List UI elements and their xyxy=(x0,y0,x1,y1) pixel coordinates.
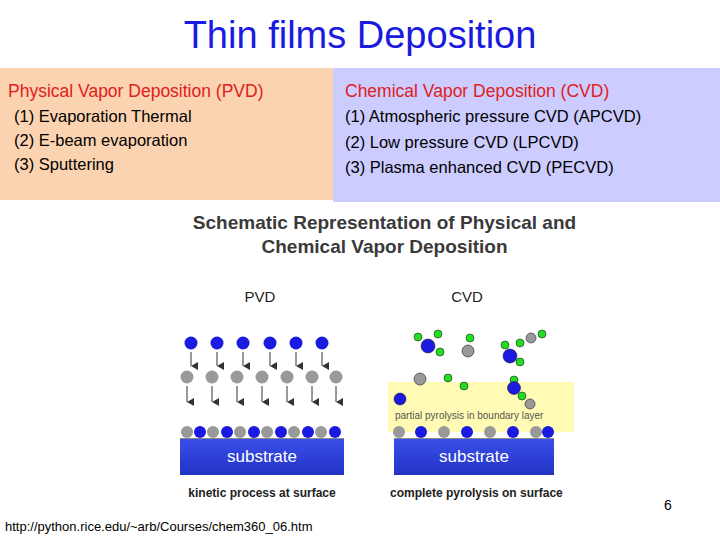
band-label: partial pyrolysis in boundary layer xyxy=(395,410,543,422)
substrate-label: substrate xyxy=(227,447,297,467)
process-caption: complete pyrolysis on surface xyxy=(390,486,555,500)
column-heading: CVD xyxy=(437,288,497,306)
schematic-heading: Schematic Representation of Physical and… xyxy=(182,211,587,259)
list-item: (1) Evaporation Thermal xyxy=(8,104,333,128)
section-heading: Chemical Vapor Deposition (CVD) xyxy=(345,79,720,104)
substrate-block: substrate xyxy=(394,438,554,475)
list-item: (3) Plasma enhanced CVD (PECVD) xyxy=(345,155,720,181)
pvd-atoms xyxy=(181,337,343,384)
cvd-panel: Chemical Vapor Deposition (CVD)(1) Atmos… xyxy=(333,68,720,202)
list-item: (1) Atmospheric pressure CVD (APCVD) xyxy=(345,104,720,130)
substrate-label: substrate xyxy=(439,447,509,467)
pvd-panel: Physical Vapor Deposition (PVD)(1) Evapo… xyxy=(0,68,333,200)
process-caption: kinetic process at surface xyxy=(182,486,342,500)
substrate-block: substrate xyxy=(180,438,344,475)
list-item: (3) Sputtering xyxy=(8,152,333,176)
source-url: http://python.rice.edu/~arb/Courses/chem… xyxy=(5,519,405,535)
list-item: (2) E-beam evaporation xyxy=(8,128,333,152)
boundary-layer-band: partial pyrolysis in boundary layer xyxy=(388,382,574,432)
list-item: (2) Low pressure CVD (LPCVD) xyxy=(345,130,720,156)
page-number: 6 xyxy=(664,497,694,513)
slide-title: Thin films Deposition xyxy=(0,12,720,58)
pvd-surface-layer xyxy=(181,426,341,438)
pvd-arrows xyxy=(187,352,336,402)
column-heading: PVD xyxy=(230,288,290,306)
section-heading: Physical Vapor Deposition (PVD) xyxy=(8,79,333,104)
